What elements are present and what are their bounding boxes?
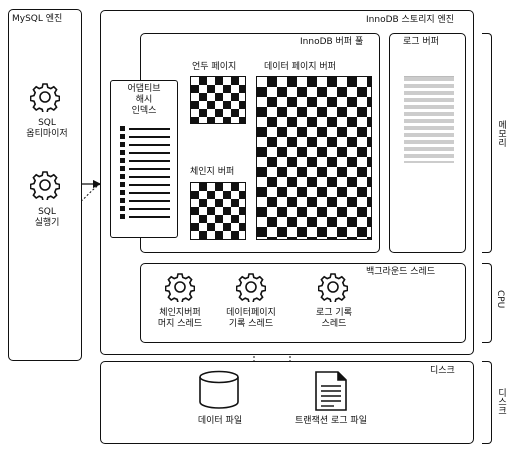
optimizer-label: SQL 옵티마이저 xyxy=(26,118,68,139)
log-buffer-label: 로그 버퍼 xyxy=(403,37,439,47)
executor-label: SQL 실행기 xyxy=(34,207,60,228)
merge-thread-gear-icon xyxy=(165,273,195,302)
background-threads-box xyxy=(140,263,466,343)
hash-entry xyxy=(120,182,170,187)
buffer-pool-title: InnoDB 버퍼 풀 xyxy=(300,37,364,47)
log-write-thread-label: 로그 기록 스레드 xyxy=(316,308,352,329)
adaptive-hash-index-entries xyxy=(120,126,170,222)
log-buffer-entries xyxy=(404,76,454,163)
hash-entry xyxy=(120,158,170,163)
log-file-document-icon xyxy=(315,371,347,411)
data-write-thread-label: 데이터페이지 기록 스레드 xyxy=(226,308,276,329)
optimizer-gear-icon xyxy=(30,83,60,112)
hash-entry xyxy=(120,214,170,219)
hash-entry xyxy=(120,190,170,195)
innodb-engine-title: InnoDB 스토리지 엔진 xyxy=(366,15,455,25)
disk-bracket xyxy=(482,361,492,444)
background-threads-title: 백그라운드 스레드 xyxy=(366,267,436,277)
arrow-executor-to-innodb xyxy=(69,183,101,206)
data-page-buffer-label: 데이터 페이지 버퍼 xyxy=(264,62,336,72)
hash-entry xyxy=(120,174,170,179)
hash-entry xyxy=(120,166,170,171)
cpu-bracket xyxy=(482,263,492,343)
memory-bracket xyxy=(482,33,492,253)
data-file-cylinder-icon xyxy=(199,370,239,409)
data-page-buffer-grid xyxy=(256,76,372,240)
undo-page-grid xyxy=(190,76,246,124)
hash-entry xyxy=(120,198,170,203)
cpu-side-label: CPU xyxy=(495,290,505,309)
merge-thread-label: 체인지버퍼 머지 스레드 xyxy=(157,308,203,329)
mysql-engine-title: MySQL 엔진 xyxy=(12,14,63,24)
change-buffer-grid xyxy=(190,182,246,240)
data-write-thread-gear-icon xyxy=(236,273,266,302)
data-file-label: 데이터 파일 xyxy=(197,416,243,426)
log-write-thread-gear-icon xyxy=(318,273,348,302)
change-buffer-label: 체인지 버퍼 xyxy=(190,167,235,177)
hash-entry xyxy=(120,126,170,131)
hash-entry xyxy=(120,142,170,147)
log-file-label: 트랜잭션 로그 파일 xyxy=(295,416,367,426)
hash-entry xyxy=(120,206,170,211)
memory-side-label: 메모리 xyxy=(496,120,506,147)
hash-entry xyxy=(120,134,170,139)
undo-page-label: 언두 페이지 xyxy=(192,62,237,72)
mysql-engine-box xyxy=(8,9,82,361)
disk-box xyxy=(100,361,474,444)
executor-gear-icon xyxy=(30,171,60,200)
adaptive-hash-index-label: 어댑티브 해시 인덱스 xyxy=(127,84,161,116)
hash-entry xyxy=(120,150,170,155)
disk-title: 디스크 xyxy=(430,366,455,376)
disk-side-label: 디스크 xyxy=(496,388,506,415)
